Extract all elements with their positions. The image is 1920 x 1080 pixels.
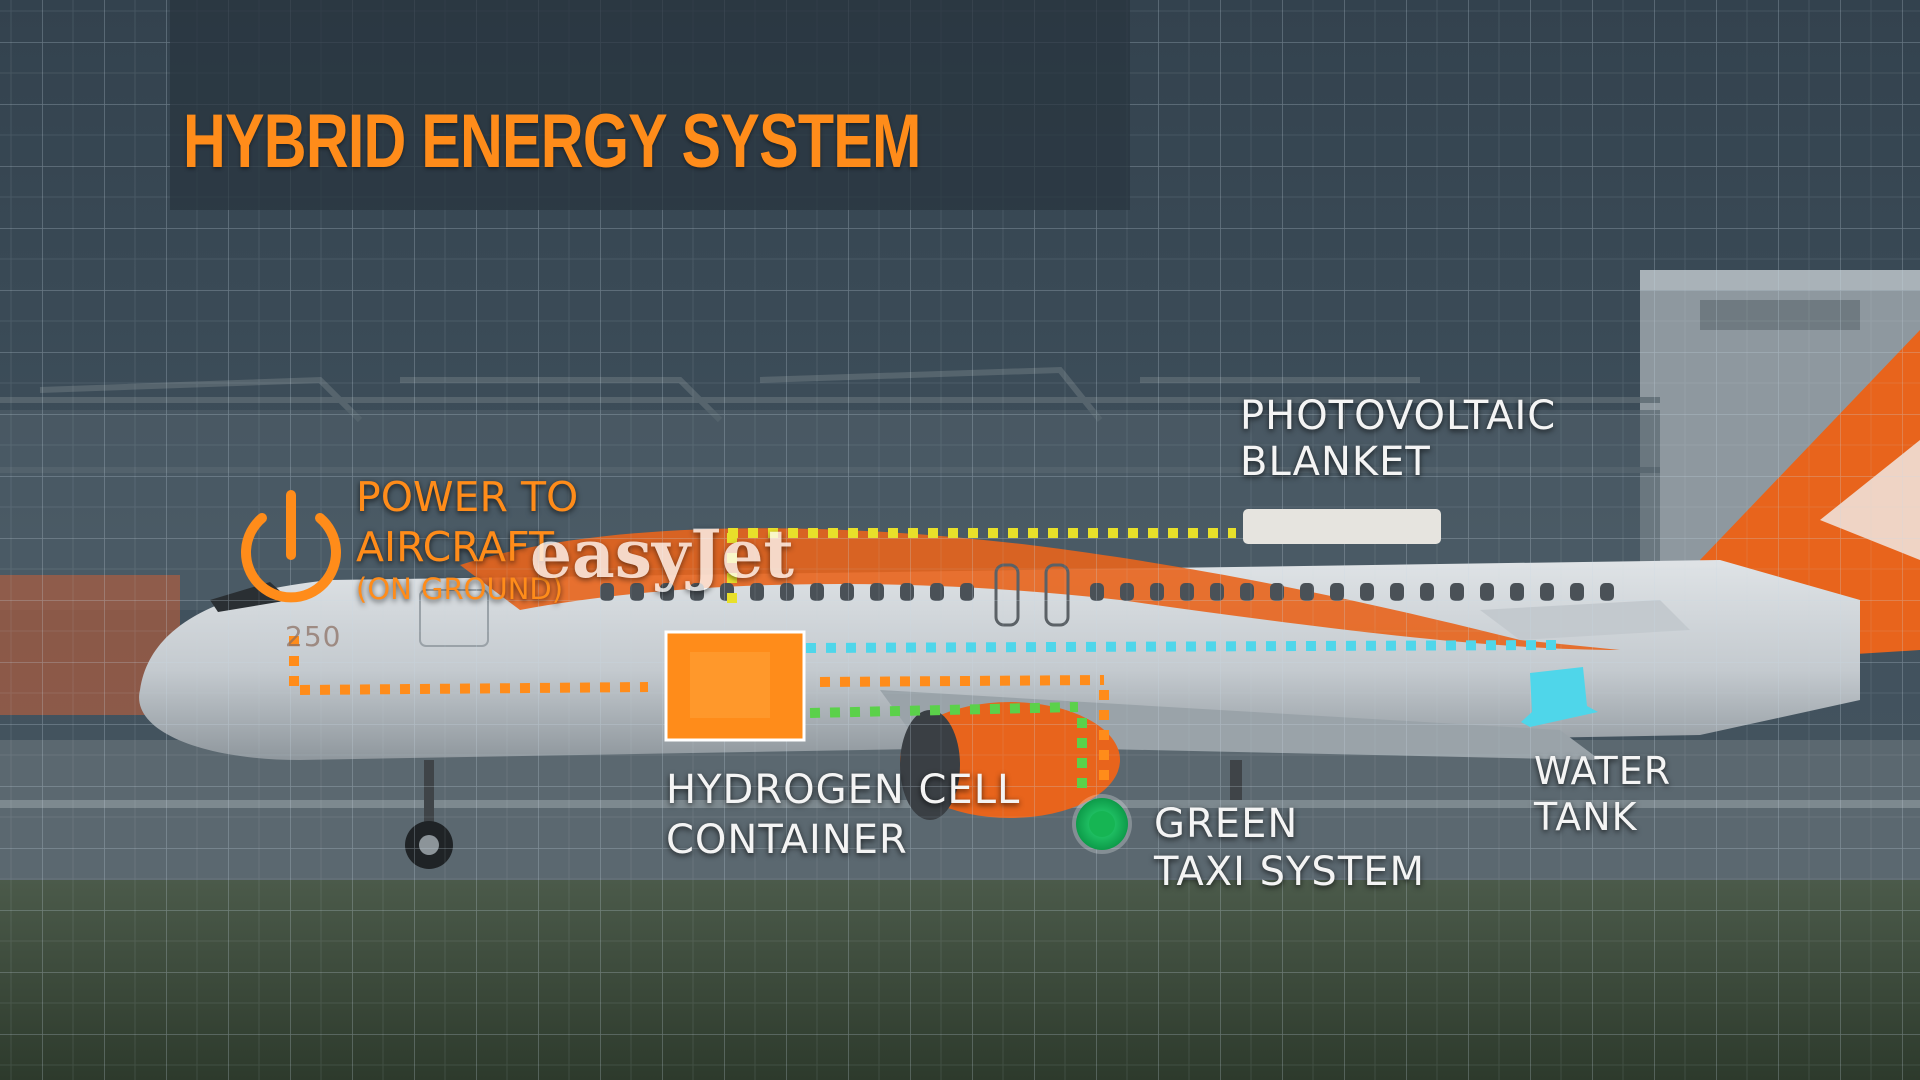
green-taxi-label: GREEN TAXI SYSTEM <box>1154 800 1425 896</box>
photovoltaic-line <box>727 528 1236 612</box>
green-taxi-label-line1: GREEN <box>1154 801 1299 847</box>
photovoltaic-label-line2: BLANKET <box>1240 439 1431 485</box>
water-line <box>805 640 1561 653</box>
power-label-line2: AIRCRAFT <box>356 523 554 571</box>
power-label-line1: POWER TO <box>356 473 579 521</box>
photovoltaic-blanket <box>1243 509 1441 544</box>
power-line <box>289 636 649 695</box>
green-taxi-label-line2: TAXI SYSTEM <box>1154 849 1426 895</box>
page-title: HYBRID ENERGY SYSTEM <box>183 99 921 184</box>
airline-logo: easyJet <box>530 515 794 593</box>
water-tank-label-line1: WATER <box>1534 749 1672 793</box>
registration-marking: 250 <box>285 620 342 653</box>
power-label-line3: (ON GROUND) <box>356 572 564 606</box>
power-icon <box>241 490 341 603</box>
connections <box>289 528 1561 792</box>
hydrogen-orange-line <box>819 675 1109 782</box>
taxi-line <box>809 702 1087 792</box>
hydrogen-label-line2: CONTAINER <box>666 817 908 863</box>
hydrogen-label: HYDROGEN CELL CONTAINER <box>666 765 1020 865</box>
power-label: POWER TO AIRCRAFT (ON GROUND) <box>356 472 578 606</box>
hydrogen-label-line1: HYDROGEN CELL <box>666 767 1021 813</box>
photovoltaic-label: PHOTOVOLTAIC BLANKET <box>1240 393 1556 485</box>
water-tank-label: WATER TANK <box>1534 748 1671 840</box>
water-tank-icon <box>1521 667 1598 727</box>
photovoltaic-label-line1: PHOTOVOLTAIC <box>1240 393 1557 439</box>
water-tank-label-line2: TANK <box>1534 795 1638 839</box>
hydrogen-cell-container <box>664 630 806 742</box>
green-taxi-icon <box>1072 794 1132 854</box>
title-panel <box>170 0 1130 210</box>
